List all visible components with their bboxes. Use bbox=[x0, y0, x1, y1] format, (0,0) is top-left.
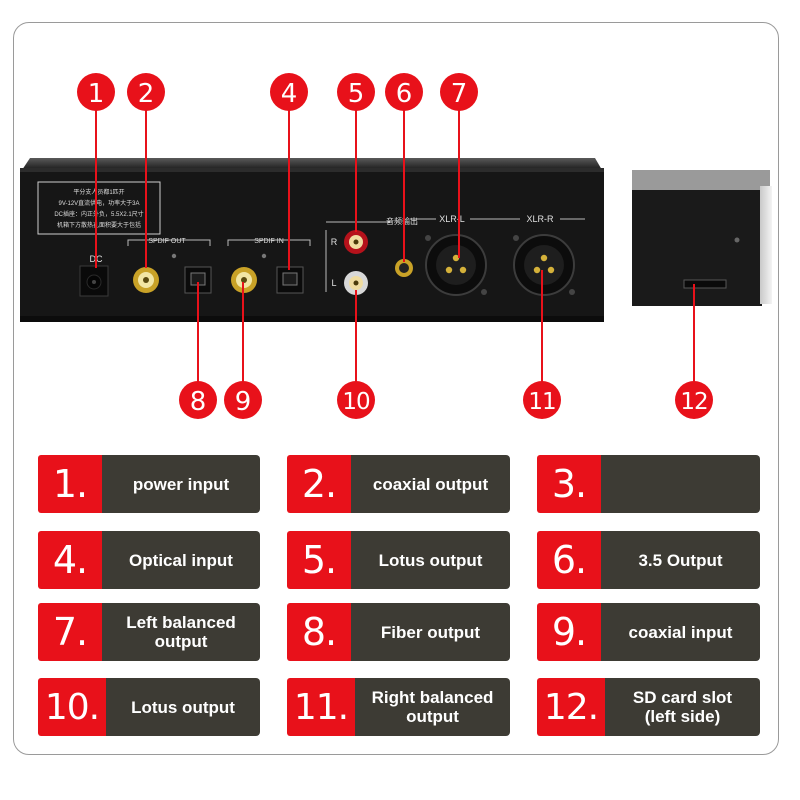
audio-out-label: 音频输出 bbox=[386, 216, 418, 226]
callout-4: 4 bbox=[270, 73, 308, 111]
spdif-out-label: SPDIF OUT bbox=[148, 238, 186, 245]
sticker-line-4: 机箱下方散热孔面积要大于包括 bbox=[57, 221, 141, 229]
product-rear-panel-photo: 平分支人员都1匹开 9V-12V直流供电，功率大于3A DC插座：内正外负，5.… bbox=[20, 73, 772, 419]
side-view-inset bbox=[632, 170, 772, 316]
callout-1: 1 bbox=[77, 73, 115, 111]
svg-text:4: 4 bbox=[281, 79, 298, 109]
rca-l-label: L bbox=[331, 278, 336, 288]
legend-label: SD card slot (left side) bbox=[605, 678, 760, 736]
svg-text:8: 8 bbox=[190, 387, 207, 417]
legend-label: 3.5 Output bbox=[601, 531, 760, 589]
svg-text:10: 10 bbox=[342, 389, 370, 415]
legend-item-1: 1. power input bbox=[38, 455, 260, 513]
legend-item-4: 4. Optical input bbox=[38, 531, 260, 589]
legend-number: 12. bbox=[537, 678, 605, 736]
legend-item-11: 11. Right balanced output bbox=[287, 678, 510, 736]
callout-7: 7 bbox=[440, 73, 478, 111]
svg-text:6: 6 bbox=[396, 79, 413, 109]
callout-11: 11 bbox=[523, 381, 561, 419]
legend-label bbox=[601, 455, 760, 513]
legend-number: 3. bbox=[537, 455, 601, 513]
spec-sticker: 平分支人员都1匹开 9V-12V直流供电，功率大于3A DC插座：内正外负，5.… bbox=[37, 181, 161, 235]
svg-text:11: 11 bbox=[528, 389, 555, 415]
legend-label: Left balanced output bbox=[102, 603, 260, 661]
svg-text:7: 7 bbox=[451, 79, 468, 109]
legend-label: power input bbox=[102, 455, 260, 513]
legend-number: 2. bbox=[287, 455, 351, 513]
rca-lotus-outputs: 音频输出 R L bbox=[325, 216, 418, 295]
legend-item-12: 12. SD card slot (left side) bbox=[537, 678, 760, 736]
callout-2: 2 bbox=[127, 73, 165, 111]
callout-5: 5 bbox=[337, 73, 375, 111]
spdif-in-label: SPDIF IN bbox=[254, 238, 284, 245]
sticker-line-1: 平分支人员都1匹开 bbox=[73, 188, 124, 196]
legend-number: 4. bbox=[38, 531, 102, 589]
legend-label: Optical input bbox=[102, 531, 260, 589]
legend-item-8: 8. Fiber output bbox=[287, 603, 510, 661]
callout-12: 12 bbox=[675, 381, 713, 419]
callout-10: 10 bbox=[337, 381, 375, 419]
callout-8: 8 bbox=[179, 381, 217, 419]
device-chassis bbox=[20, 158, 604, 322]
legend-number: 1. bbox=[38, 455, 102, 513]
xlr-connectors: XLR-L XLR-R bbox=[410, 214, 585, 296]
spdif-out-group: SPDIF OUT bbox=[127, 238, 212, 294]
legend-label: Right balanced output bbox=[355, 678, 510, 736]
legend-item-5: 5. Lotus output bbox=[287, 531, 510, 589]
legend-number: 8. bbox=[287, 603, 351, 661]
legend-label: Lotus output bbox=[106, 678, 260, 736]
xlr-l-label: XLR-L bbox=[439, 214, 465, 224]
spdif-in-group: SPDIF IN bbox=[227, 238, 311, 294]
callout-circles: 1 2 4 5 6 7 8 9 10 11 12 bbox=[77, 73, 713, 419]
legend-number: 9. bbox=[537, 603, 601, 661]
callout-9: 9 bbox=[224, 381, 262, 419]
legend-number: 6. bbox=[537, 531, 601, 589]
legend-label: Fiber output bbox=[351, 603, 510, 661]
legend-item-10: 10. Lotus output bbox=[38, 678, 260, 736]
rca-r-label: R bbox=[331, 237, 338, 247]
legend-label: coaxial output bbox=[351, 455, 510, 513]
legend-item-2: 2. coaxial output bbox=[287, 455, 510, 513]
svg-text:12: 12 bbox=[680, 389, 707, 415]
sticker-line-3: DC插座：内正外负，5.5X2.1尺寸 bbox=[54, 210, 143, 218]
svg-text:9: 9 bbox=[235, 387, 252, 417]
legend-label: Lotus output bbox=[351, 531, 510, 589]
legend-number: 10. bbox=[38, 678, 106, 736]
legend-item-7: 7. Left balanced output bbox=[38, 603, 260, 661]
legend-number: 5. bbox=[287, 531, 351, 589]
sticker-line-2: 9V-12V直流供电，功率大于3A bbox=[58, 199, 139, 207]
legend-item-9: 9. coaxial input bbox=[537, 603, 760, 661]
svg-text:1: 1 bbox=[88, 79, 105, 109]
legend-number: 7. bbox=[38, 603, 102, 661]
callout-6: 6 bbox=[385, 73, 423, 111]
legend-number: 11. bbox=[287, 678, 355, 736]
svg-text:2: 2 bbox=[138, 79, 155, 109]
legend-item-3: 3. bbox=[537, 455, 760, 513]
legend-item-6: 6. 3.5 Output bbox=[537, 531, 760, 589]
xlr-r-label: XLR-R bbox=[526, 214, 554, 224]
legend-label: coaxial input bbox=[601, 603, 760, 661]
callout-leader-lines bbox=[95, 108, 695, 382]
svg-text:5: 5 bbox=[348, 79, 365, 109]
